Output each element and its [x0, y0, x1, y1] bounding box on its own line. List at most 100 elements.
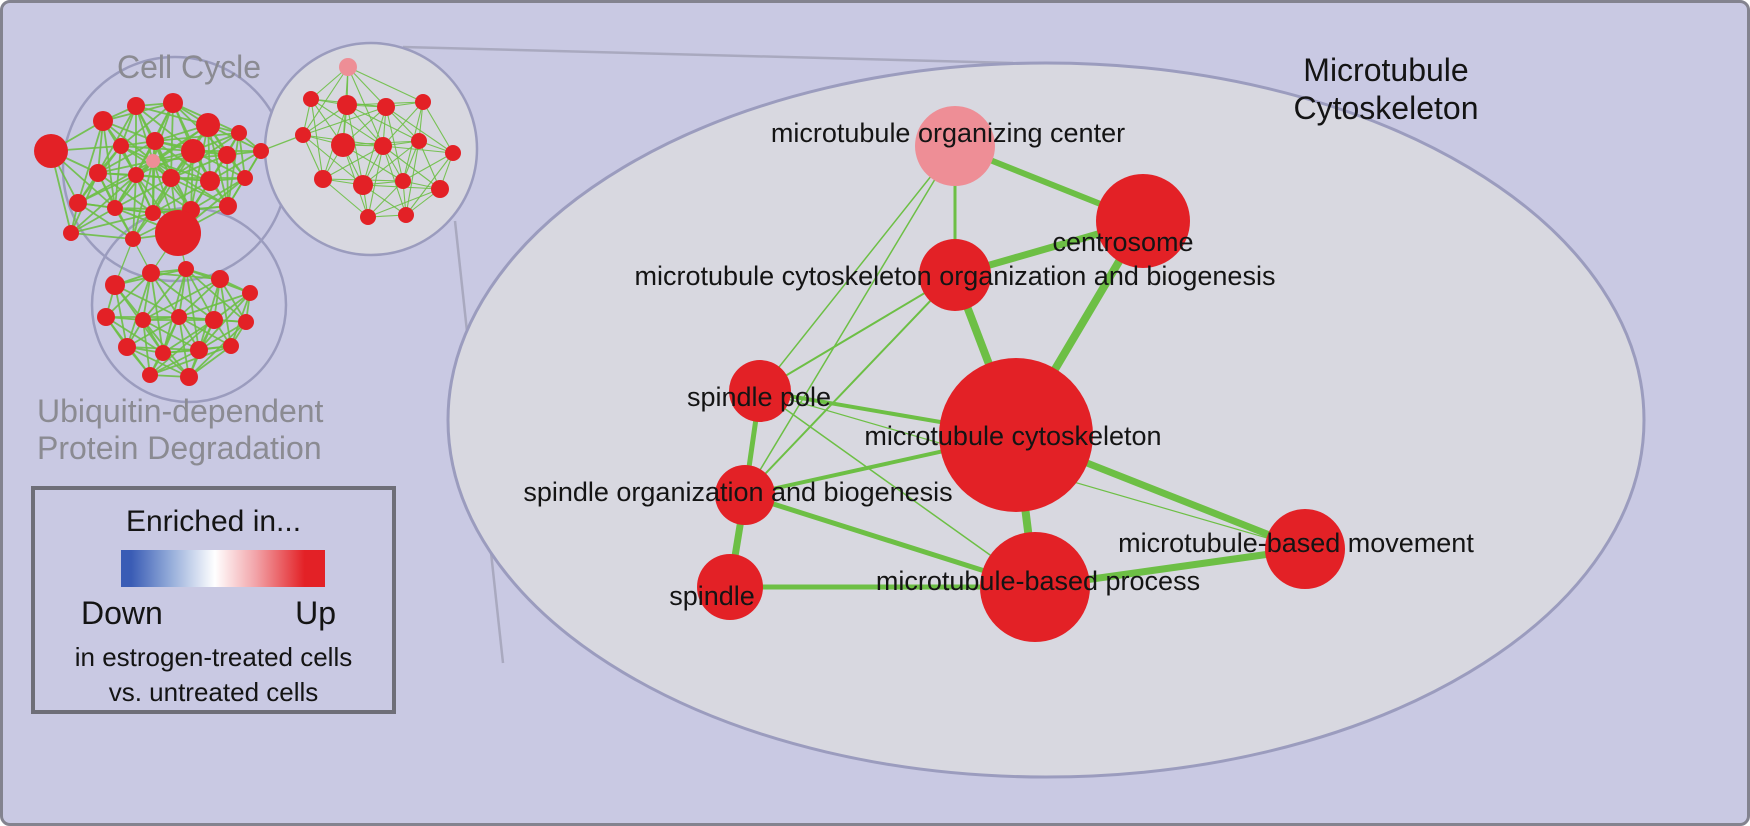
legend-up-label: Up [295, 595, 336, 631]
mini-edge [77, 202, 134, 240]
mini-node [331, 133, 355, 157]
node-mbm [1265, 509, 1345, 589]
mini-edge [77, 120, 104, 204]
mini-node [107, 200, 123, 216]
mini-edge [322, 145, 384, 180]
mini-node [142, 367, 158, 383]
node-label-spindle_pole: spindle pole [687, 382, 831, 412]
mini-node [171, 309, 187, 325]
mini-node [353, 175, 373, 195]
node-mco [919, 239, 991, 311]
microtubule-label-line1: Microtubule [1303, 52, 1469, 88]
node-moc [915, 106, 995, 186]
node-label-moc: microtubule organizing center [771, 118, 1125, 148]
ubiquitin-label-line1: Ubiquitin-dependent [37, 393, 324, 429]
mini-edge [405, 152, 454, 216]
mini-node [398, 207, 414, 223]
mini-edge [367, 145, 384, 218]
mini-edge [178, 268, 187, 318]
mini-edge [310, 98, 384, 147]
mini-edge [367, 180, 404, 218]
magnifier-line [402, 45, 1014, 65]
mini-node [162, 169, 180, 187]
mini-node [415, 94, 431, 110]
mini-node [105, 275, 125, 295]
node-spindle_pole [729, 360, 791, 422]
mini-edge [227, 132, 240, 207]
mini-edge [77, 160, 154, 204]
mini-edge [149, 319, 215, 376]
mini-node [374, 137, 392, 155]
mini-node [97, 308, 115, 326]
mini-node [339, 58, 357, 76]
cluster-label-microtubule: Microtubule Cytoskeleton [1294, 51, 1479, 127]
mini-node [155, 345, 171, 361]
edge-moc-sob [744, 145, 956, 496]
mini-edge [362, 140, 420, 186]
mini-edge [207, 124, 229, 207]
mini-node [411, 133, 427, 149]
node-label-mbp: microtubule-based process [876, 566, 1200, 596]
edge-spindle_pole-mbp [759, 390, 1036, 588]
mini-edge [190, 124, 209, 211]
mini-edge [154, 140, 211, 182]
node-mbp [980, 532, 1090, 642]
mini-node [219, 197, 237, 215]
mini-edge [382, 101, 424, 147]
mini-node [253, 143, 269, 159]
mini-node [337, 95, 357, 115]
mini-edge [70, 174, 137, 234]
cluster-label-cell-cycle: Cell Cycle [116, 49, 262, 85]
mini-edge [114, 160, 154, 209]
mini-edge [178, 316, 190, 378]
mini-edge [178, 278, 221, 318]
mini-edge [198, 321, 247, 351]
mini-edge [149, 345, 232, 376]
microtubule-label-line2: Cytoskeleton [1293, 90, 1479, 126]
legend-box: Enriched in... Down Up in estrogen-treat… [31, 486, 396, 714]
mini-edge [346, 104, 420, 142]
mini-node [377, 98, 395, 116]
mini-node [211, 270, 229, 288]
mini-node [190, 341, 208, 359]
mini-node [196, 113, 220, 137]
mini-node [200, 171, 220, 191]
mini-node [118, 338, 136, 356]
mini-node [178, 261, 194, 277]
mini-node [180, 368, 198, 386]
node-label-mco: microtubule cytoskeleton organization an… [635, 261, 1276, 291]
mini-node [237, 170, 253, 186]
mini-edge [405, 140, 420, 216]
mini-edge [347, 66, 424, 103]
legend-downup-row: Down Up [35, 587, 392, 632]
mini-edge [120, 102, 174, 147]
mini-edge [402, 152, 454, 182]
node-label-mc: microtubule cytoskeleton [864, 421, 1161, 451]
mini-edge [126, 316, 180, 348]
mini-edge [135, 105, 154, 162]
mini-node [205, 311, 223, 329]
mini-node [295, 127, 311, 143]
mini-node [431, 180, 449, 198]
mini-edge [422, 101, 454, 154]
ubiquitin-label-line2: Protein Degradation [37, 430, 322, 466]
mini-node [146, 154, 160, 168]
mini-node [146, 132, 164, 150]
mini-node [135, 312, 151, 328]
mini-edge [152, 160, 229, 207]
edge-mco-sob [744, 274, 956, 496]
mini-node [242, 285, 258, 301]
mini-node [125, 231, 141, 247]
legend-gradient-bar [121, 550, 325, 587]
mini-edge [188, 321, 247, 378]
mini-node [395, 173, 411, 189]
enrichment-network-canvas: microtubule organizing centercentrosomem… [34, 41, 1646, 779]
mini-edge [302, 106, 387, 136]
mini-edge [97, 160, 154, 174]
mini-edge [162, 319, 215, 354]
node-label-mbm: microtubule-based movement [1118, 528, 1474, 558]
mini-node [238, 314, 254, 330]
mini-node [63, 225, 79, 241]
legend-caption-line2: vs. untreated cells [108, 677, 319, 707]
